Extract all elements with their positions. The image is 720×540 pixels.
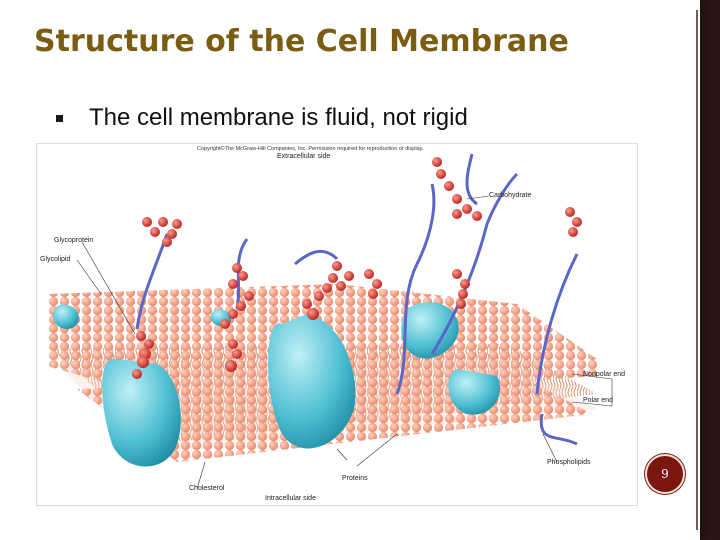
label-intracellular: Intracellular side	[265, 495, 316, 502]
slide: Structure of the Cell Membrane The cell …	[0, 0, 700, 540]
label-polar: Polar end	[583, 397, 613, 404]
carbohydrate-beads	[132, 157, 582, 379]
lower-protein-right	[448, 369, 501, 415]
integral-protein-left	[102, 358, 181, 467]
cell-membrane-diagram: Copyright©The McGraw-Hill Companies, Inc…	[36, 143, 638, 506]
label-carbohydrate: Carbohydrate	[489, 192, 532, 199]
integral-protein-center	[268, 314, 356, 449]
bullet-item: The cell membrane is fluid, not rigid	[56, 104, 468, 132]
label-nonpolar: Nonpolar end	[583, 371, 625, 378]
label-glycolipid: Glycolipid	[40, 256, 70, 263]
page-number-badge: 9	[645, 454, 685, 494]
label-phospholipids: Phospholipids	[547, 459, 591, 466]
bullet-text: The cell membrane is fluid, not rigid	[89, 104, 468, 131]
label-glycoprotein: Glycoprotein	[54, 237, 93, 244]
slide-title: Structure of the Cell Membrane	[34, 24, 569, 59]
peripheral-protein-right	[401, 302, 459, 359]
label-extracellular: Extracellular side	[277, 153, 330, 160]
membrane-illustration: Copyright©The McGraw-Hill Companies, Inc…	[40, 145, 625, 502]
bullet-square-icon	[56, 114, 63, 122]
copyright-text: Copyright©The McGraw-Hill Companies, Inc…	[197, 145, 424, 152]
label-cholesterol: Cholesterol	[189, 485, 225, 492]
frame-divider	[696, 10, 698, 530]
page-number: 9	[661, 467, 669, 481]
slide-frame	[700, 0, 720, 540]
label-proteins: Proteins	[342, 475, 368, 482]
